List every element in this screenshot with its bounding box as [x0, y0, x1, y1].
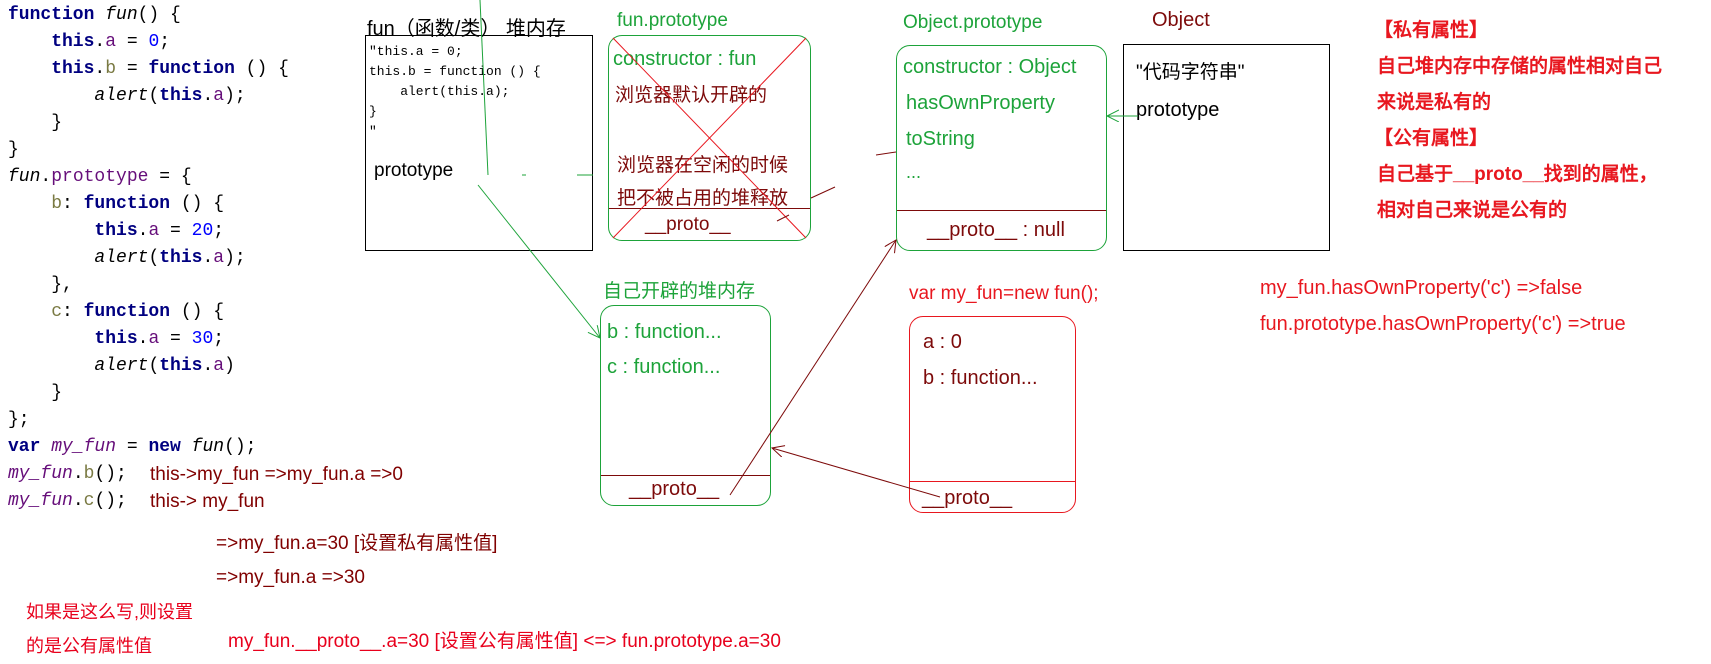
check-line2: fun.prototype.hasOwnProperty('c') =>true	[1260, 313, 1626, 335]
arrow-own-proto-to-object-prototype	[729, 240, 896, 496]
code-line: }	[8, 140, 19, 160]
legend-private-desc1: 自己堆内存中存储的属性相对自己	[1377, 56, 1663, 77]
object-prototype-item: toString	[906, 128, 975, 150]
code-line: alert(this.a);	[8, 248, 246, 268]
object-heap-prototype: prototype	[1136, 99, 1220, 121]
fun-prototype-note2: 浏览器在空闲的时候	[617, 155, 789, 176]
fun-prototype-constructor: constructor : fun	[613, 48, 757, 70]
code-line: alert(this.a);	[8, 86, 246, 106]
code-line: this.b = function () {	[8, 59, 289, 79]
object-prototype-item: constructor : Object	[903, 56, 1077, 78]
object-prototype-item: ...	[906, 162, 922, 182]
instance-item: a : 0	[923, 331, 962, 353]
instance-item: b : function...	[923, 367, 1038, 389]
code-line: }	[8, 383, 63, 403]
object-heap-box: "代码字符串" prototype	[1123, 44, 1330, 251]
code-line: function fun() {	[8, 5, 181, 25]
object-prototype-box: constructor : Object hasOwnProperty toSt…	[896, 45, 1107, 251]
annotation-call-b: this->my_fun =>my_fun.a =>0	[150, 464, 403, 485]
object-title: Object	[1152, 9, 1210, 31]
object-prototype-title: Object.prototype	[903, 12, 1043, 33]
own-heap-item: c : function...	[607, 356, 721, 378]
code-line: this.a = 20;	[8, 221, 225, 241]
arrow-fun-prototype-proto	[875, 151, 897, 156]
instance-divider	[910, 481, 1075, 482]
arrow-instance-proto-to-own-heap	[772, 448, 941, 498]
fun-prototype-note1: 浏览器默认开辟的	[615, 85, 768, 106]
arrow-fun-prototype-proto	[810, 186, 836, 199]
fun-prototype-title: fun.prototype	[617, 10, 728, 31]
fun-prototype-proto: __proto__	[645, 214, 731, 235]
own-heap-item: b : function...	[607, 321, 722, 343]
annotation-note-line2: 的是公有属性值	[26, 636, 152, 656]
legend-public-title: 【公有属性】	[1374, 128, 1489, 149]
code-line: alert(this.a)	[8, 356, 235, 376]
annotation-set-public: my_fun.__proto__.a=30 [设置公有属性值] <=> fun.…	[228, 631, 781, 652]
object-prototype-divider	[897, 210, 1106, 211]
instance-proto: __proto__	[922, 487, 1013, 509]
code-line: c: function () {	[8, 302, 225, 322]
code-line: }	[8, 113, 63, 133]
code-line: b: function () {	[8, 194, 225, 214]
fun-heap-box: "this.a = 0; this.b = function () { aler…	[365, 35, 593, 251]
arrow-fun-prototype-proto	[776, 214, 790, 222]
instance-box: a : 0 b : function... __proto__	[909, 316, 1076, 513]
own-heap-box: b : function... c : function... __proto_…	[600, 305, 771, 506]
legend-private-desc2: 来说是私有的	[1377, 92, 1492, 113]
legend-private-title: 【私有属性】	[1374, 20, 1489, 41]
annotation-result-30: =>my_fun.a =>30	[216, 567, 365, 588]
check-line1: my_fun.hasOwnProperty('c') =>false	[1260, 277, 1583, 299]
fun-heap-title: fun（函数/类） 堆内存	[367, 18, 566, 40]
code-line: var my_fun = new fun();	[8, 437, 257, 457]
own-heap-proto: __proto__	[629, 478, 720, 500]
own-heap-divider	[601, 475, 770, 476]
object-prototype-proto: __proto__ : null	[927, 219, 1065, 241]
fun-heap-code: "this.a = 0; this.b = function () { aler…	[369, 44, 541, 139]
fun-prototype-divider	[609, 208, 810, 209]
annotation-call-c: this-> my_fun	[150, 491, 265, 512]
fun-prototype-box: constructor : fun 浏览器默认开辟的 浏览器在空闲的时候 把不被…	[608, 35, 811, 241]
crossout-line	[612, 37, 807, 239]
code-line: my_fun.b();	[8, 464, 127, 484]
code-line: fun.prototype = {	[8, 167, 192, 187]
object-heap-code: "代码字符串"	[1136, 62, 1245, 83]
fun-heap-prototype: prototype	[374, 160, 454, 181]
annotation-set-private: =>my_fun.a=30 [设置私有属性值]	[216, 533, 498, 554]
code-line: my_fun.c();	[8, 491, 127, 511]
legend-public-desc2: 相对自己来说是公有的	[1377, 200, 1568, 221]
code-line: this.a = 0;	[8, 32, 171, 52]
legend-public-desc1: 自己基于__proto__找到的属性，	[1377, 164, 1658, 185]
fun-prototype-note3: 把不被占用的堆释放	[617, 188, 789, 209]
object-prototype-item: hasOwnProperty	[906, 92, 1055, 114]
arrow-prototype-to-own-heap	[477, 184, 600, 338]
code-line: },	[8, 275, 73, 295]
instance-title: var my_fun=new fun();	[909, 283, 1099, 304]
source-code: function fun() { this.a = 0; this.b = fu…	[8, 2, 289, 515]
prototype-dash	[479, 0, 489, 176]
annotation-note-line1: 如果是这么写,则设置	[26, 602, 194, 622]
own-heap-title: 自己开辟的堆内存	[603, 281, 756, 302]
code-line: this.a = 30;	[8, 329, 225, 349]
code-line: };	[8, 410, 30, 430]
